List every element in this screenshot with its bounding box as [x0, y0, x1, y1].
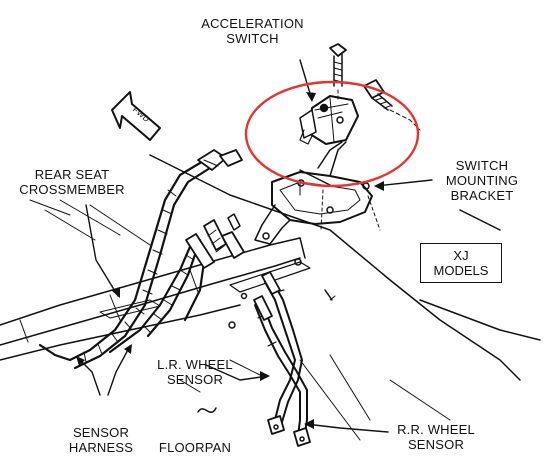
sensor-lead-connectors: [253, 271, 281, 321]
label-acceleration-switch: ACCELERATION SWITCH: [201, 16, 304, 46]
label-rear-seat-crossmember: REAR SEAT CROSSMEMBER: [19, 167, 125, 197]
fwd-arrow-icon: [111, 91, 161, 141]
wheel-sensor-tips: [267, 415, 311, 447]
label-lr-wheel-sensor: L.R. WHEEL SENSOR: [157, 357, 233, 387]
sensor-harness-wires: [38, 158, 212, 370]
leader-lines: [77, 59, 433, 433]
label-sensor-harness: SENSOR HARNESS: [68, 425, 134, 455]
switch-mounting-bracket-part: [254, 141, 373, 245]
label-switch-mounting-bracket: SWITCH MOUNTING BRACKET: [445, 158, 519, 203]
label-floorpan: FLOORPAN: [158, 440, 232, 455]
floorpan-panel: [29, 154, 541, 441]
label-rr-wheel-sensor: R.R. WHEEL SENSOR: [397, 422, 475, 452]
label-xj-models: XJ MODELS: [420, 243, 502, 283]
floorpan-squiggle-icon: [197, 407, 217, 414]
wheel-sensor-leads: [254, 279, 308, 439]
harness-connectors-mid: [185, 213, 245, 269]
harness-connector-top: [197, 149, 243, 171]
acceleration-switch-part: [299, 95, 359, 145]
highlight-ellipse: [244, 80, 420, 188]
leader-arrowheads: [76, 92, 384, 429]
